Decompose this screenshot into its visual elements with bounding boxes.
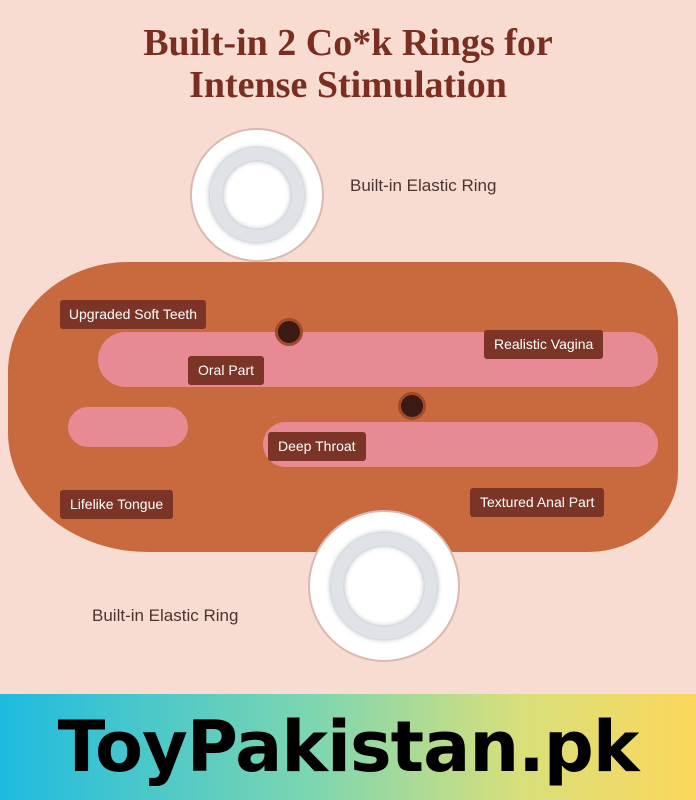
bottom-ring-bubble — [308, 510, 460, 662]
top-ring-bubble — [190, 128, 324, 262]
label-throat: Deep Throat — [268, 432, 366, 461]
brand-name: ToyPakistan.pk — [57, 706, 640, 788]
label-anal: Textured Anal Part — [470, 488, 605, 517]
title-line-2: Intense Stimulation — [189, 64, 507, 106]
top-ring-caption: Built-in Elastic Ring — [350, 176, 497, 195]
label-vaginal: Realistic Vagina — [484, 330, 604, 359]
page-title: Built-in 2 Co*k Rings for Intense Stimul… — [0, 22, 696, 106]
label-oral: Oral Part — [188, 356, 265, 385]
label-teeth: Upgraded Soft Teeth — [60, 300, 206, 329]
elastic-ring-icon — [331, 533, 437, 639]
ring-port-top — [275, 318, 303, 346]
title-line-1: Built-in 2 Co*k Rings for — [143, 22, 553, 64]
front-channel — [68, 407, 188, 447]
bottom-ring-caption: Built-in Elastic Ring — [92, 606, 239, 625]
label-tongue: Lifelike Tongue — [60, 490, 174, 519]
ring-port-bottom — [398, 392, 426, 420]
brand-banner: ToyPakistan.pk — [0, 694, 696, 800]
elastic-ring-icon — [210, 148, 304, 242]
